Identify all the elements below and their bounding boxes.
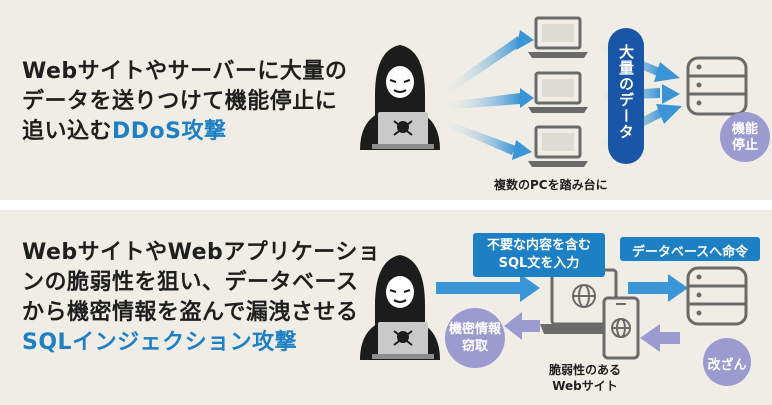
site-caption: 脆弱性のある Webサイト (540, 362, 630, 394)
sqli-headline-accent: SQLインジェクション攻撃 (22, 330, 298, 355)
stop-label: 機能 停止 (720, 122, 770, 154)
globe-icon (611, 318, 631, 338)
sqli-headline-line3: から機密情報を盗んで漏洩させる (22, 300, 359, 325)
tamper-label: 改ざん (707, 358, 747, 373)
hacker-icon (360, 255, 440, 360)
inject-arrow (436, 274, 540, 302)
hacker-icon (360, 45, 440, 150)
bulk-data-label: 大量のデータ (617, 44, 635, 140)
sqli-headline: WebサイトやWebアプリケーショ ンの脆弱性を狙い、データベース から機密情報… (22, 238, 380, 358)
pc-icon (528, 71, 588, 113)
ddos-headline-line3: 追い込むDDoS攻撃 (22, 117, 347, 147)
ddos-diagram (360, 16, 770, 167)
site-caption-2: Webサイト (552, 379, 618, 393)
stop-label-1: 機能 (731, 122, 758, 137)
database-icon (686, 266, 748, 326)
theft-label-2: 窃取 (461, 339, 488, 354)
theft-arrow (504, 312, 540, 340)
db-command-label: データベースへ命令 (631, 245, 749, 260)
attack-arrows (440, 30, 534, 160)
inject-label: 不要な内容を含む SQL文を入力 (473, 237, 605, 273)
ddos-panel: Webサイトやサーバーに大量の データを送りつけて機能停止に 追い込むDDoS攻… (0, 0, 772, 200)
theft-label-1: 機密情報 (448, 322, 501, 337)
theft-badge (445, 308, 505, 368)
ddos-headline-line3-prefix: 追い込む (22, 119, 113, 144)
inject-badge (473, 233, 605, 277)
sqli-diagram (360, 233, 760, 386)
sqli-headline-line1: WebサイトやWebアプリケーショ (22, 240, 381, 265)
inject-label-1: 不要な内容を含む (486, 238, 591, 253)
pc-icon (528, 125, 588, 167)
skull-icon (393, 330, 413, 346)
site-caption-1: 脆弱性のある (548, 363, 621, 377)
database-icon (686, 56, 748, 116)
db-command-badge (620, 237, 760, 261)
pc-icon (528, 16, 588, 58)
ddos-headline: Webサイトやサーバーに大量の データを送りつけて機能停止に 追い込むDDoS攻… (22, 57, 347, 147)
sqli-headline-line2: ンの脆弱性を狙い、データベース (22, 270, 359, 295)
skull-icon (393, 120, 413, 136)
theft-label: 機密情報 窃取 (445, 321, 505, 355)
stop-badge (720, 112, 770, 162)
inject-label-2: SQL文を入力 (498, 256, 580, 271)
return-arrow (640, 324, 680, 352)
tamper-badge (703, 338, 751, 386)
ddos-headline-line2: データを送りつけて機能停止に (22, 89, 338, 114)
stop-label-2: 停止 (731, 138, 758, 153)
ddos-headline-accent: DDoS攻撃 (112, 119, 227, 144)
globe-icon (572, 284, 596, 308)
bulk-data-pill (608, 28, 644, 164)
pc-caption: 複数のPCを踏み台に (494, 178, 608, 192)
db-command-arrow (628, 274, 688, 302)
sqli-panel: WebサイトやWebアプリケーショ ンの脆弱性を狙い、データベース から機密情報… (0, 210, 772, 405)
ddos-headline-line1: Webサイトやサーバーに大量の (22, 59, 348, 84)
